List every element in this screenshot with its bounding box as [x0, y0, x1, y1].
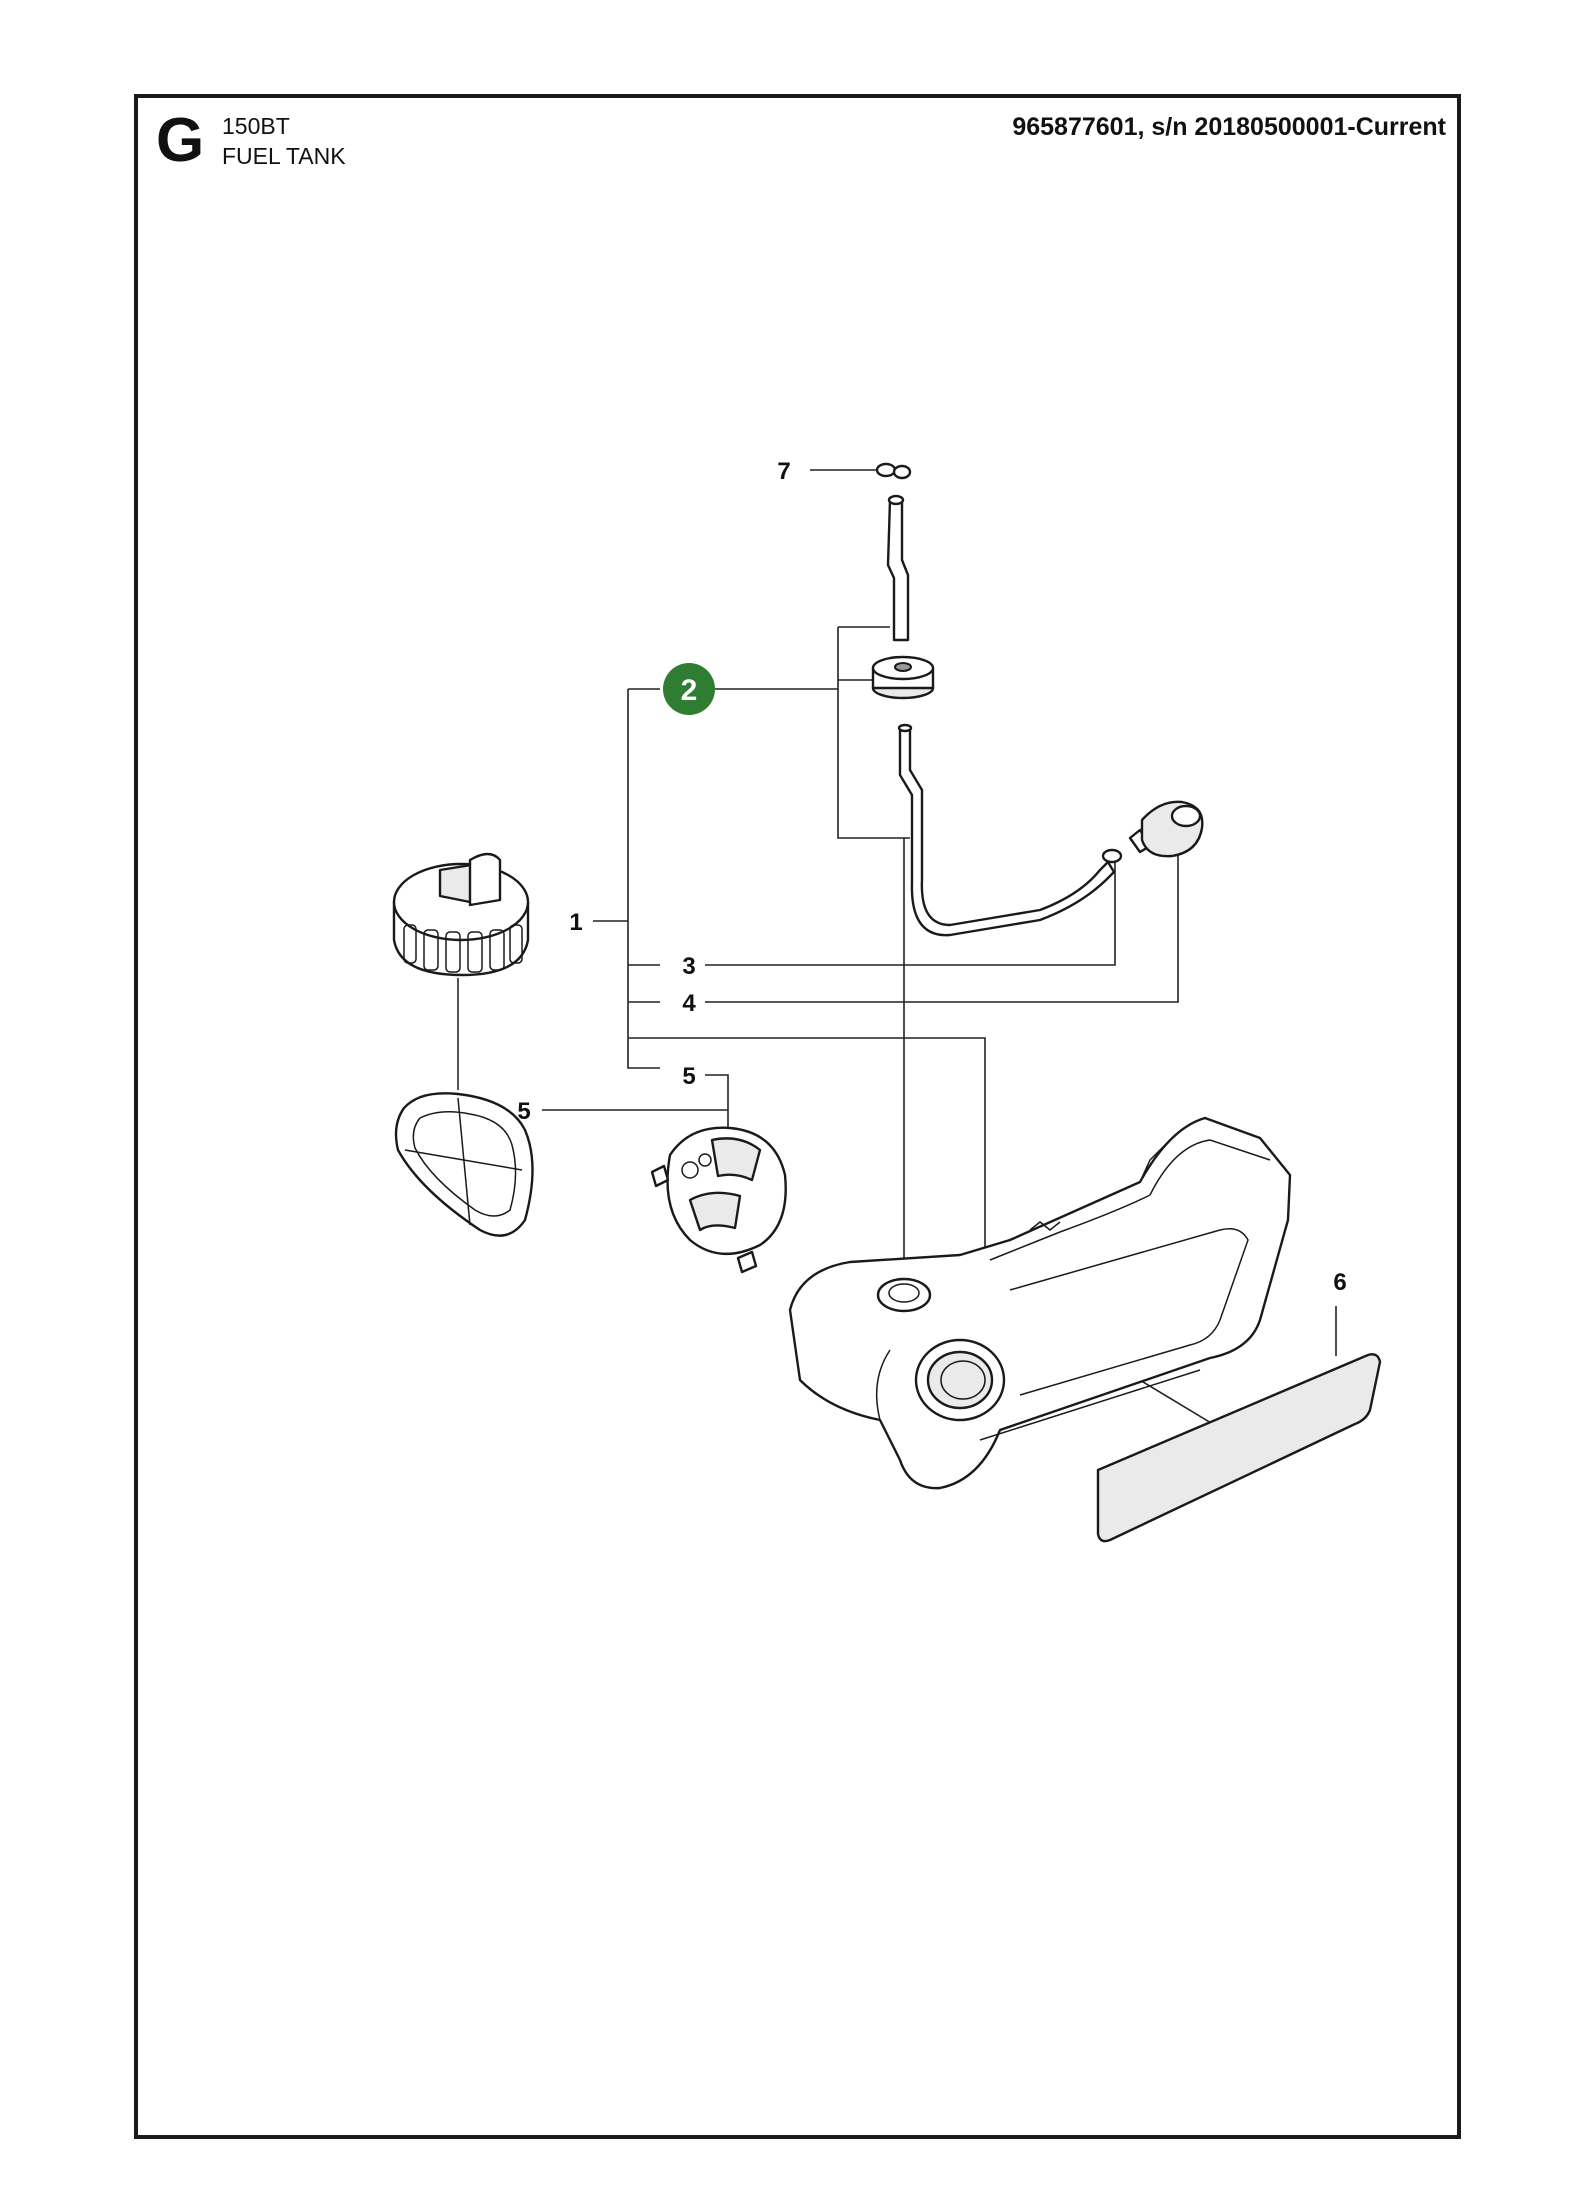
part-5-cap-inner [650, 1126, 787, 1274]
fuel-line-upper [886, 494, 910, 642]
leader-4 [705, 832, 1179, 1003]
callouts: 7 2 1 3 4 5 5 6 [517, 458, 1346, 1296]
part-7-clip [875, 462, 912, 480]
callout-3: 3 [682, 953, 695, 980]
page-frame [134, 94, 1461, 2139]
bracket-1 [627, 689, 660, 1069]
callout-4: 4 [682, 990, 696, 1017]
callout-5-right: 5 [682, 1063, 695, 1090]
part-5-filter-left [394, 1092, 534, 1237]
part-3-clamp [1101, 848, 1123, 864]
callout-2: 2 [681, 674, 698, 707]
callout-7: 7 [777, 458, 790, 485]
leader-5b [705, 1074, 729, 1135]
fuel-cap [392, 852, 530, 977]
callout-6: 6 [1333, 1269, 1346, 1296]
assembly-title: FUEL TANK [222, 143, 346, 169]
leader-3 [705, 856, 1116, 966]
callout-1: 1 [569, 909, 582, 936]
callout-2-badge [663, 663, 715, 715]
part-2-grommet [871, 655, 935, 700]
part-6-decal [1096, 1353, 1382, 1543]
part-4-fuel-filter [1128, 800, 1204, 858]
fuel-tank [788, 1116, 1292, 1490]
bracket-2 [837, 627, 910, 839]
leader-lines [462, 469, 1337, 1439]
fuel-line-lower [897, 723, 1116, 937]
part-reference: 965877601, s/n 20180500001-Current [1012, 113, 1446, 141]
model-number: 150BT [222, 113, 290, 139]
leader-1-tank [628, 1037, 986, 1248]
section-letter: G [156, 106, 205, 175]
callout-5-left: 5 [517, 1098, 530, 1125]
